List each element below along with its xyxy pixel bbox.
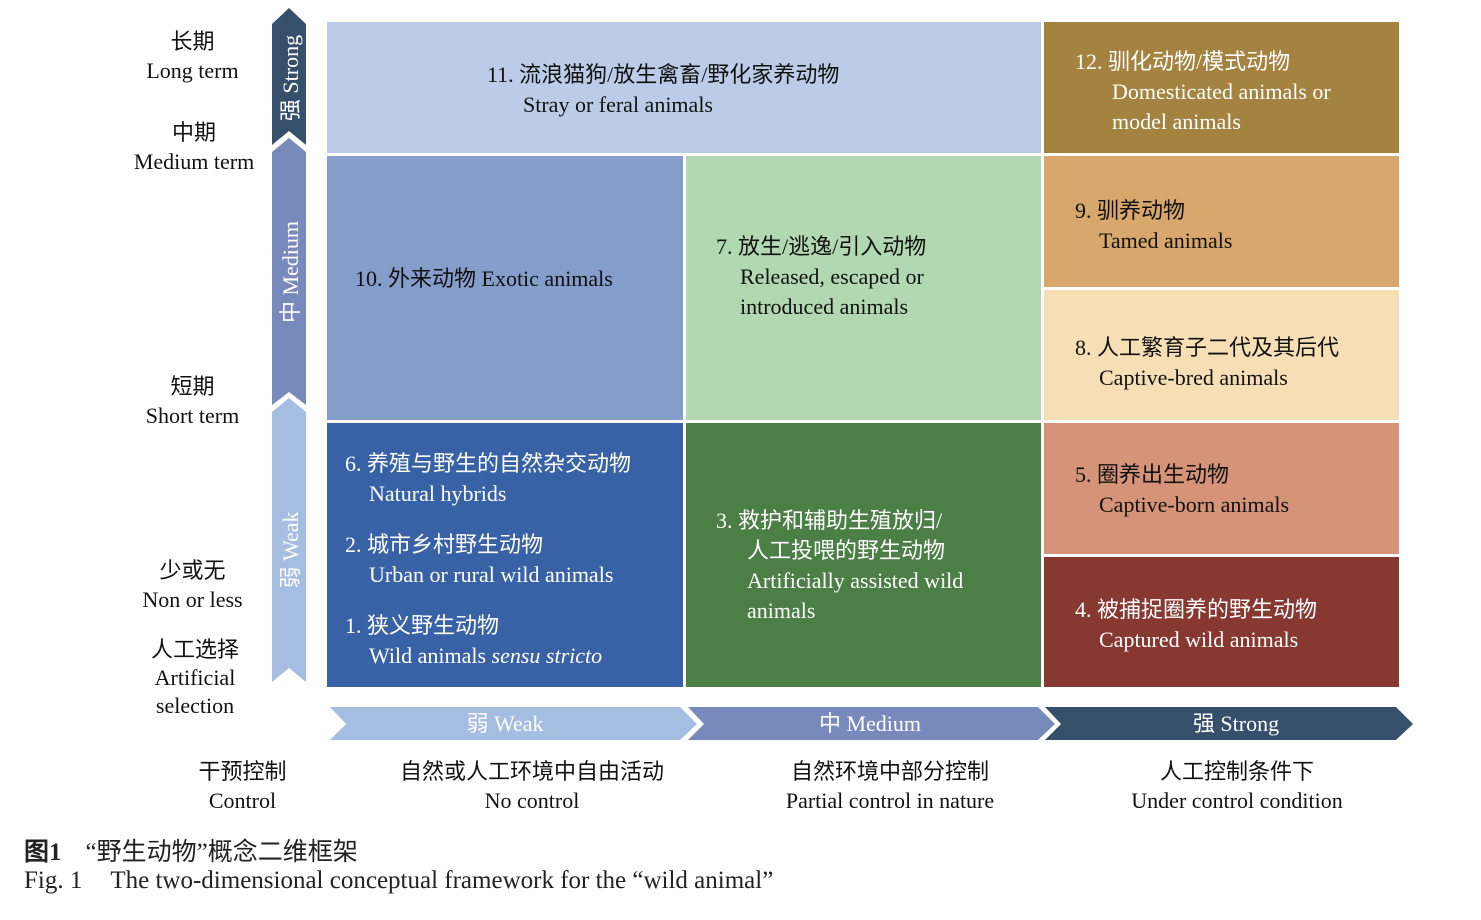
cell-zh: 3. 救护和辅助生殖放归/ bbox=[716, 508, 943, 533]
cell-5-captive-born: 5. 圈养出生动物 Captive-born animals bbox=[1044, 423, 1399, 554]
label-en: Partial control in nature bbox=[785, 788, 995, 813]
item-6: 6. 养殖与野生的自然杂交动物 Natural hybrids bbox=[345, 449, 631, 509]
cell-en: Domesticated animals or bbox=[1112, 79, 1331, 104]
horizontal-arrow-strong-label: 强 Strong bbox=[1192, 711, 1280, 736]
cell-9-tamed: 9. 驯养动物 Tamed animals bbox=[1044, 156, 1399, 287]
vertical-arrow-medium-label: 中 Medium bbox=[278, 220, 303, 324]
caption-en-label: Fig. 1 bbox=[24, 867, 83, 894]
cell-4-captured: 4. 被捕捉圈养的野生动物 Captured wild animals bbox=[1044, 557, 1399, 687]
cell-zh: 12. 驯化动物/模式动物 bbox=[1075, 49, 1291, 74]
cell-en: Urban or rural wild animals bbox=[369, 562, 614, 587]
cell-en: introduced animals bbox=[740, 294, 909, 319]
label-en: No control bbox=[484, 788, 580, 813]
label-en: Short term bbox=[145, 403, 240, 428]
cell-11-stray-feral: 11. 流浪猫狗/放生禽畜/野化家养动物 Stray or feral anima… bbox=[327, 22, 1041, 153]
label-zh: 短期 bbox=[170, 374, 215, 399]
caption-en-text: The two-dimensional conceptual framework… bbox=[110, 867, 774, 894]
horizontal-arrow-weak-label: 弱 Weak bbox=[466, 711, 544, 736]
cell-zh: 7. 放生/逃逸/引入动物 bbox=[716, 234, 927, 259]
cell-en: Captive-born animals bbox=[1099, 492, 1290, 517]
left-label-artificial-selection: 人工选择 Artificial selection bbox=[120, 636, 270, 720]
cell-zh: 6. 养殖与野生的自然杂交动物 bbox=[345, 451, 632, 476]
cell-zh: 2. 城市乡村野生动物 bbox=[345, 532, 544, 557]
horizontal-arrow-medium bbox=[688, 707, 1055, 740]
cell-7-released: 7. 放生/逃逸/引入动物 Released, escaped or introdu… bbox=[686, 156, 1041, 420]
cell-en: Captured wild animals bbox=[1099, 627, 1299, 652]
label-zh: 人工选择 bbox=[150, 637, 239, 662]
cell-en: Captive-bred animals bbox=[1099, 365, 1288, 390]
label-zh: 干预控制 bbox=[198, 759, 287, 784]
bottom-label-control: 干预控制 Control bbox=[170, 757, 315, 815]
label-zh: 人工控制条件下 bbox=[1159, 759, 1314, 784]
cell-en: Natural hybrids bbox=[369, 481, 507, 506]
item-2: 2. 城市乡村野生动物 Urban or rural wild animals bbox=[345, 530, 631, 590]
cell-en: Wild animals sensu stricto bbox=[345, 641, 631, 671]
vertical-arrow-medium bbox=[272, 138, 306, 405]
cell-3-assisted: 3. 救护和辅助生殖放归/人工投喂的野生动物 Artificially assis… bbox=[686, 423, 1041, 687]
cell-en: model animals bbox=[1112, 109, 1241, 134]
left-label-long-term: 长期 Long term bbox=[120, 27, 265, 85]
label-en: Control bbox=[208, 788, 277, 813]
label-zh: 中期 bbox=[171, 120, 216, 145]
caption-zh-label: 图1 bbox=[24, 839, 62, 866]
caption-zh: 图1 “野生动物”概念二维框架 bbox=[24, 832, 358, 868]
cell-6-2-1-wild: 6. 养殖与野生的自然杂交动物 Natural hybrids 2. 城市乡村野生… bbox=[327, 423, 683, 687]
label-en: Medium term bbox=[133, 149, 255, 174]
cell-en: Released, escaped or bbox=[740, 264, 924, 289]
cell-zh: 8. 人工繁育子二代及其后代 bbox=[1075, 335, 1340, 360]
cell-en: Artificially assisted wild bbox=[747, 568, 964, 593]
horizontal-arrow-medium-label: 中 Medium bbox=[818, 711, 922, 736]
label-en: Long term bbox=[146, 58, 239, 83]
bottom-label-partial-control: 自然环境中部分控制 Partial control in nature bbox=[710, 757, 1070, 815]
label-zh: 自然或人工环境中自由活动 bbox=[399, 759, 664, 784]
bottom-label-under-control: 人工控制条件下 Under control condition bbox=[1057, 757, 1417, 815]
cell-zh: 1. 狭义野生动物 bbox=[345, 613, 500, 638]
horizontal-arrow-weak bbox=[330, 707, 697, 740]
cell-zh: 11. 流浪猫狗/放生禽畜/野化家养动物 bbox=[487, 62, 840, 87]
bottom-label-no-control: 自然或人工环境中自由活动 No control bbox=[352, 757, 712, 815]
label-zh: 自然环境中部分控制 bbox=[790, 759, 989, 784]
label-zh: 少或无 bbox=[159, 558, 226, 583]
cell-12-domesticated: 12. 驯化动物/模式动物 Domesticated animals or mode… bbox=[1044, 22, 1399, 153]
vertical-arrow-strong-label: 强 Strong bbox=[278, 34, 303, 122]
cell-zh: 5. 圈养出生动物 bbox=[1075, 462, 1230, 487]
cell-en-italic: sensu stricto bbox=[491, 643, 603, 668]
label-en: Artificial bbox=[154, 665, 236, 690]
left-label-medium-term: 中期 Medium term bbox=[120, 118, 268, 176]
caption-en: Fig. 1 The two-dimensional conceptual fra… bbox=[24, 867, 773, 895]
label-en: Under control condition bbox=[1131, 788, 1343, 813]
cell-zh: 人工投喂的野生动物 bbox=[747, 538, 946, 563]
cell-en: Stray or feral animals bbox=[523, 92, 713, 117]
vertical-arrow-weak bbox=[272, 398, 306, 682]
left-label-non-or-less: 少或无 Non or less bbox=[120, 556, 265, 614]
vertical-arrow-weak-label: 弱 Weak bbox=[278, 511, 303, 589]
label-en: selection bbox=[155, 693, 235, 718]
cell-zh: 9. 驯养动物 bbox=[1075, 198, 1186, 223]
cell-en: Tamed animals bbox=[1099, 228, 1233, 253]
label-zh: 长期 bbox=[170, 29, 215, 54]
left-label-short-term: 短期 Short term bbox=[120, 372, 265, 430]
item-1: 1. 狭义野生动物 Wild animals sensu stricto bbox=[345, 611, 631, 671]
label-en: Non or less bbox=[142, 587, 243, 612]
cell-8-captive-bred: 8. 人工繁育子二代及其后代 Captive-bred animals bbox=[1044, 290, 1399, 420]
caption-zh-text: “野生动物”概念二维框架 bbox=[85, 839, 358, 866]
horizontal-arrow-strong bbox=[1045, 707, 1413, 740]
cell-en: animals bbox=[747, 598, 816, 623]
cell-zh: 4. 被捕捉圈养的野生动物 bbox=[1075, 597, 1318, 622]
cell-zh: 10. 外来动物 Exotic animals bbox=[355, 266, 613, 291]
cell-en-text: Wild animals bbox=[369, 643, 492, 668]
vertical-arrow-strong bbox=[272, 8, 306, 145]
cell-10-exotic: 10. 外来动物 Exotic animals bbox=[327, 156, 683, 420]
